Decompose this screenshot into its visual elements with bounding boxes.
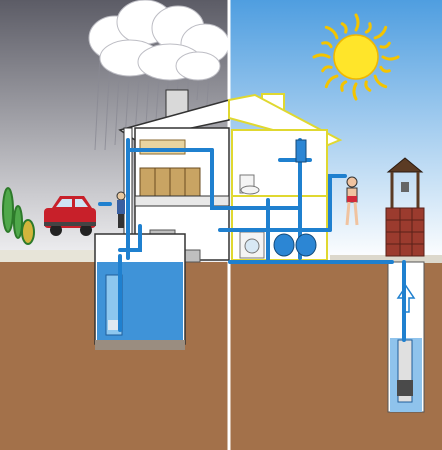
sun-ray [379,65,391,73]
pump-icon [273,139,317,257]
sun-ray [354,13,360,32]
person-watering [116,191,126,228]
lawn [330,255,442,263]
sun-ray [373,25,388,40]
sun-ray [321,41,333,49]
sun-ray [352,82,358,101]
sun-ray [340,80,348,92]
person-showering [345,176,359,226]
sun-ray [364,22,372,34]
car-icon [44,196,96,236]
sun-ray [364,80,372,92]
garden-plants [2,187,35,245]
sun-ray [381,55,400,61]
sun-ray [324,74,339,89]
wishing-well-icon [385,157,425,257]
sun-ray [379,41,391,49]
sun-ray [324,25,339,40]
sun-ray [312,53,331,59]
cloud-icon [88,0,230,81]
sun-ray [321,65,333,73]
sun-icon [312,13,400,101]
lawn [0,250,95,262]
water-pipes [98,138,406,342]
sun-ray [373,74,388,89]
sun-ray [340,22,348,34]
